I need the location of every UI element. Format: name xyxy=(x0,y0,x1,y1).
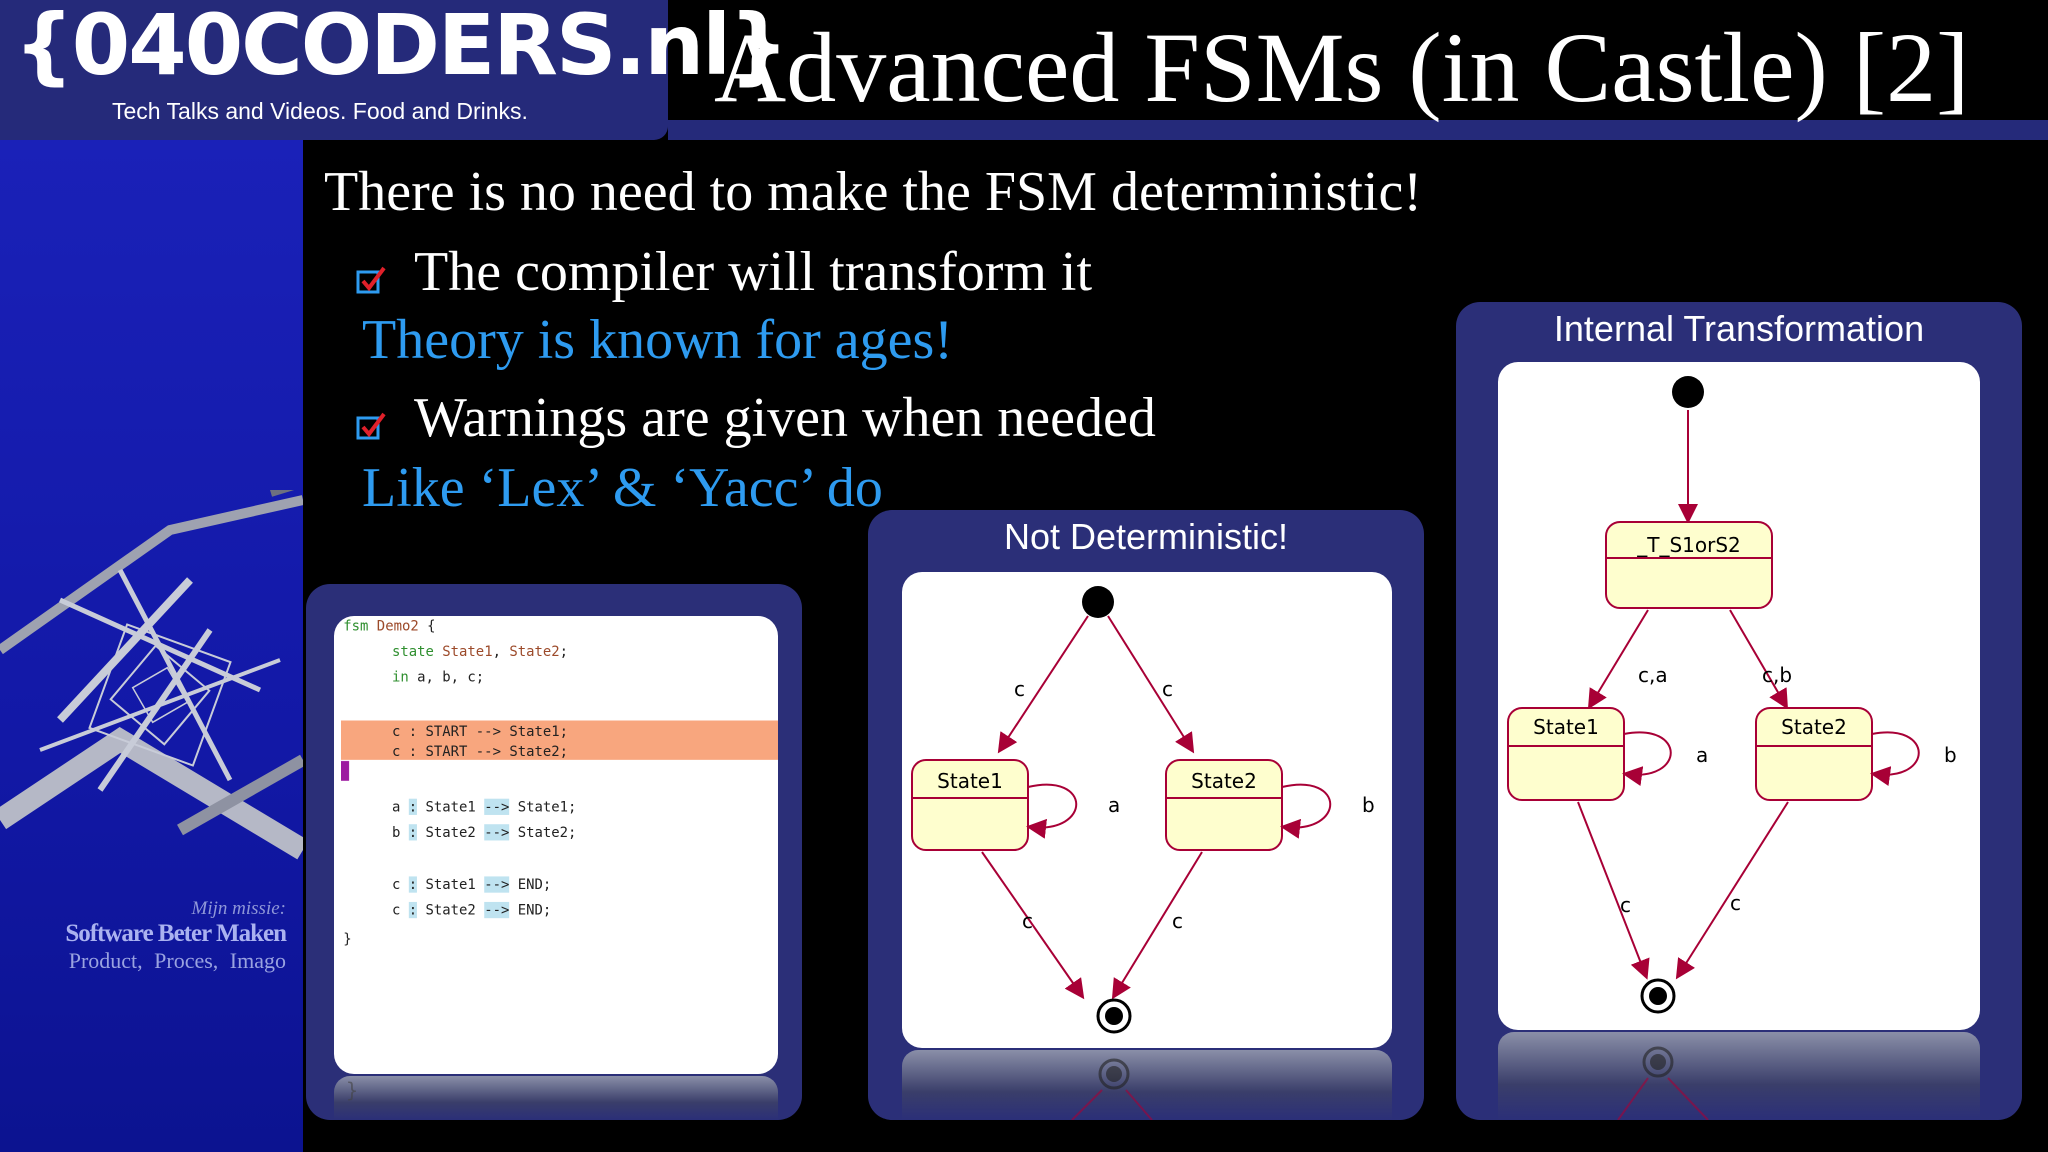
code-line: a : State1 --> State1; xyxy=(392,798,577,815)
mission-statement: Mijn missie: Software Beter Maken Produc… xyxy=(65,898,287,974)
state-node xyxy=(1165,759,1283,851)
code-line: c : State1 --> END; xyxy=(392,876,552,893)
code-line: fsm Demo2 { xyxy=(343,617,436,634)
code-line: c : State2 --> END; xyxy=(392,901,552,919)
state-diagram: c c State1 a State2 b c c xyxy=(902,572,1392,1048)
code-panel: fsm Demo2 { state State1, State2; in a, … xyxy=(306,584,802,1120)
state-label: State1 xyxy=(937,769,1003,793)
edge-label: c,a xyxy=(1638,663,1668,687)
state-node xyxy=(1507,707,1625,801)
bullet-1-text: The compiler will transform it xyxy=(414,241,1093,303)
code-reflection: } xyxy=(334,1076,778,1120)
left-sidebar xyxy=(0,140,303,1152)
edge-label: c xyxy=(1172,909,1183,933)
edge-label: a xyxy=(1696,743,1708,767)
initial-state xyxy=(1672,376,1704,408)
brand-tagline: Tech Talks and Videos. Food and Drinks. xyxy=(112,98,528,124)
edge-label: b xyxy=(1362,793,1375,817)
state-label: State2 xyxy=(1191,769,1257,793)
mission-label: Mijn missie: xyxy=(191,898,286,919)
edge-label: c xyxy=(1730,891,1741,915)
code-line: in a, b, c; xyxy=(392,668,485,686)
mission-subtitle: Product, Proces, Imago xyxy=(68,948,286,973)
checkbox-icon xyxy=(356,412,386,440)
code-highlight xyxy=(340,720,778,760)
diagram-reflection xyxy=(1498,1032,1980,1120)
checkbox-icon xyxy=(356,266,386,294)
edge-label: b xyxy=(1944,743,1957,767)
initial-state xyxy=(1082,586,1114,618)
slide-title: Advanced FSMs (in Castle) [2] xyxy=(714,12,1970,123)
edge-label: c xyxy=(1162,677,1173,701)
state-node xyxy=(1755,707,1873,801)
internal-transformation-panel: Internal Transformation _T_S1orS2 c,a c,… xyxy=(1456,302,2022,1120)
title-bar xyxy=(668,120,2048,140)
panel-title: Internal Transformation xyxy=(1553,308,1925,349)
edge-label: c xyxy=(1620,893,1631,917)
edge-label: c xyxy=(1022,909,1033,933)
state-node xyxy=(911,759,1029,851)
state-label: State1 xyxy=(1533,715,1599,739)
bullet-1-note: Theory is known for ages! xyxy=(362,309,953,371)
state-label: State2 xyxy=(1781,715,1847,739)
code-block: fsm Demo2 { state State1, State2; in a, … xyxy=(334,616,778,1074)
edge-label: c xyxy=(1014,677,1025,701)
edge-label: a xyxy=(1108,793,1120,817)
state-node xyxy=(1605,521,1773,609)
not-deterministic-panel: Not Deterministic! c c State1 a xyxy=(868,510,1424,1120)
bullet-2-note: Like ‘Lex’ & ‘Yacc’ do xyxy=(362,457,883,519)
code-line: } xyxy=(343,930,352,948)
code-line: c : START --> State2; xyxy=(392,743,568,760)
logo-banner: {040CODERS.nl} Tech Talks and Videos. Fo… xyxy=(0,0,789,140)
code-cursor xyxy=(340,761,350,781)
code-line: state State1, State2; xyxy=(392,643,569,660)
lead-text: There is no need to make the FSM determi… xyxy=(324,161,1422,223)
brand-logo: {040CODERS.nl} xyxy=(14,0,789,94)
sculpture-image xyxy=(0,490,303,860)
bullet-2-text: Warnings are given when needed xyxy=(414,387,1156,449)
mission-title: Software Beter Maken xyxy=(65,920,287,947)
panel-title: Not Deterministic! xyxy=(1003,516,1289,557)
state-diagram: _T_S1orS2 c,a c,b State1 a State2 b c c xyxy=(1498,362,1980,1030)
state-label: _T_S1orS2 xyxy=(1636,533,1741,557)
edge-label: c,b xyxy=(1762,663,1792,687)
code-line: b : State2 --> State2; xyxy=(392,824,577,841)
diagram-reflection xyxy=(902,1050,1392,1120)
code-line: c : START --> State1; xyxy=(392,723,568,740)
reflection-text: } xyxy=(346,1080,359,1104)
